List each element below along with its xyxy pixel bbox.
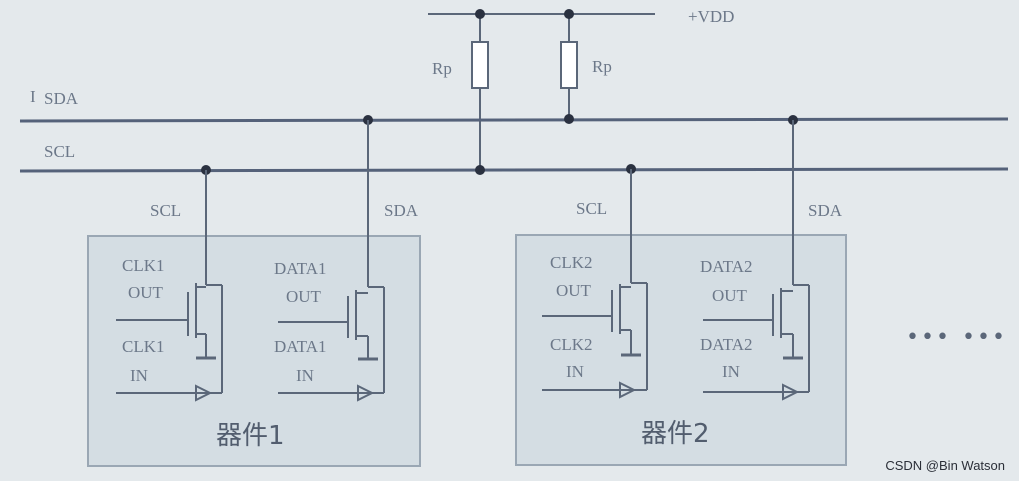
- device-2-clk-out-line1: CLK2: [550, 253, 593, 272]
- device-1-data-in-line1: DATA1: [274, 337, 326, 356]
- device-1-clk-transistor: [116, 283, 223, 402]
- device-2: SCL SDA CLK2 OUT CLK2 IN: [515, 120, 847, 466]
- sda-bus-label: SDA: [44, 89, 79, 108]
- device-1-scl-label: SCL: [150, 201, 181, 220]
- rp-right-resistor: [560, 41, 578, 89]
- more-devices-ellipsis-2: •••: [962, 325, 1007, 350]
- device-2-clk-transistor: [542, 282, 648, 399]
- device-1-clk-in-line1: CLK1: [122, 337, 165, 356]
- sda-bus-line: [19, 117, 1009, 123]
- scl-junction-rp: [475, 165, 485, 175]
- vdd-junction-left: [475, 9, 485, 19]
- device-1-data-in-line2: IN: [296, 366, 314, 385]
- device-2-title: 器件2: [641, 419, 710, 449]
- device-2-data-transistor: [703, 284, 810, 401]
- device-1-data-out-line2: OUT: [286, 287, 322, 306]
- device-2-data-in-line1: DATA2: [700, 335, 752, 354]
- watermark: CSDN @Bin Watson: [885, 458, 1005, 473]
- sda-junction-rp: [564, 114, 574, 124]
- device-1-title: 器件1: [216, 421, 285, 451]
- device-1: SCL SDA CLK1 OUT CLK1 IN: [87, 120, 421, 467]
- vdd-label: +VDD: [688, 7, 734, 26]
- device-1-data-transistor: [278, 286, 385, 402]
- device-2-box: [515, 234, 847, 466]
- device-2-clk-in-line1: CLK2: [550, 335, 593, 354]
- device-1-sda-label: SDA: [384, 201, 419, 220]
- device-2-sda-label: SDA: [808, 201, 843, 220]
- scl-bus-label: SCL: [44, 142, 75, 161]
- device-1-clk-in-line2: IN: [130, 366, 148, 385]
- sda-bus-marker: I: [30, 87, 36, 106]
- device-1-clk-out-line1: CLK1: [122, 256, 165, 275]
- device-1-box: [87, 235, 421, 467]
- device-2-data-out-line2: OUT: [712, 286, 748, 305]
- scl-bus-line: [19, 167, 1009, 173]
- device-1-data-out-line1: DATA1: [274, 259, 326, 278]
- device-2-clk-in-line2: IN: [566, 362, 584, 381]
- device-2-data-in-line2: IN: [722, 362, 740, 381]
- vdd-junction-right: [564, 9, 574, 19]
- device-2-clk-out-line2: OUT: [556, 281, 592, 300]
- device-2-scl-label: SCL: [576, 199, 607, 218]
- device-1-clk-out-line2: OUT: [128, 283, 164, 302]
- rp-left-label: Rp: [432, 59, 452, 78]
- rp-right-label: Rp: [592, 57, 612, 76]
- device-2-data-out-line1: DATA2: [700, 257, 752, 276]
- more-devices-ellipsis-1: •••: [906, 325, 951, 350]
- rp-left-resistor: [471, 41, 489, 89]
